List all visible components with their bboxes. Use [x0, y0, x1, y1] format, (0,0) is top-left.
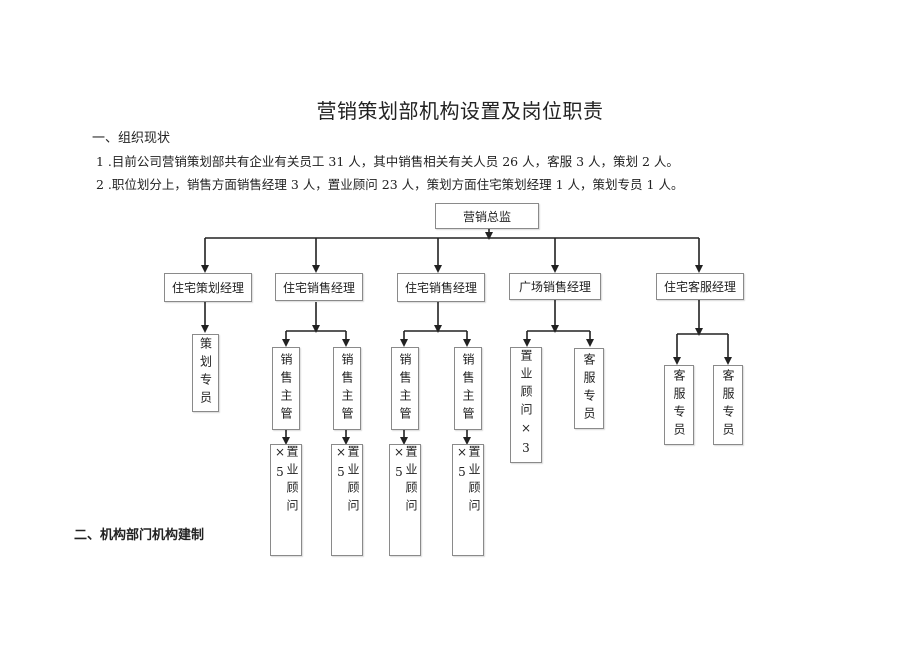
org-node-residential-sales-manager-1: 住宅销售经理 [275, 273, 363, 301]
org-node-residential-service-manager: 住宅客服经理 [656, 273, 744, 300]
org-node-sales-supervisor: 销售主管 [272, 347, 300, 430]
org-node-sales-consultant-x3: 置业顾问×3 [510, 347, 542, 463]
org-node-sales-consultant-x5: 置业顾问×5 [389, 444, 421, 556]
org-node-sales-supervisor: 销售主管 [333, 347, 361, 430]
section-heading-1: 一、组织现状 [92, 131, 171, 146]
org-node-sales-consultant-x5: 置业顾问×5 [331, 444, 363, 556]
org-node-sales-consultant-x5: 置业顾问×5 [452, 444, 484, 556]
org-node-customer-service-specialist: 客服专员 [574, 348, 604, 429]
org-node-residential-sales-manager-2: 住宅销售经理 [397, 273, 485, 302]
org-node-sales-supervisor: 销售主管 [454, 347, 482, 430]
paragraph-item-2: 2 .职位划分上，销售方面销售经理 3 人，置业顾问 23 人，策划方面住宅策划… [96, 177, 684, 192]
org-node-customer-service-specialist: 客服专员 [713, 365, 743, 445]
org-node-sales-consultant-x5: 置业顾问×5 [270, 444, 302, 556]
org-node-plaza-sales-manager: 广场销售经理 [509, 273, 601, 300]
org-node-planning-specialist: 策划专员 [192, 334, 219, 412]
section-heading-2: 二、机构部门机构建制 [74, 528, 205, 543]
org-node-sales-supervisor: 销售主管 [391, 347, 419, 430]
org-node-customer-service-specialist: 客服专员 [664, 365, 694, 445]
page-title: 营销策划部机构设置及岗位职责 [316, 99, 604, 123]
paragraph-item-1: 1 .目前公司营销策划部共有企业有关员工 31 人，其中销售相关有关人员 26 … [96, 154, 679, 169]
org-node-residential-planning-manager: 住宅策划经理 [164, 273, 252, 302]
org-node-marketing-director: 营销总监 [435, 203, 539, 229]
